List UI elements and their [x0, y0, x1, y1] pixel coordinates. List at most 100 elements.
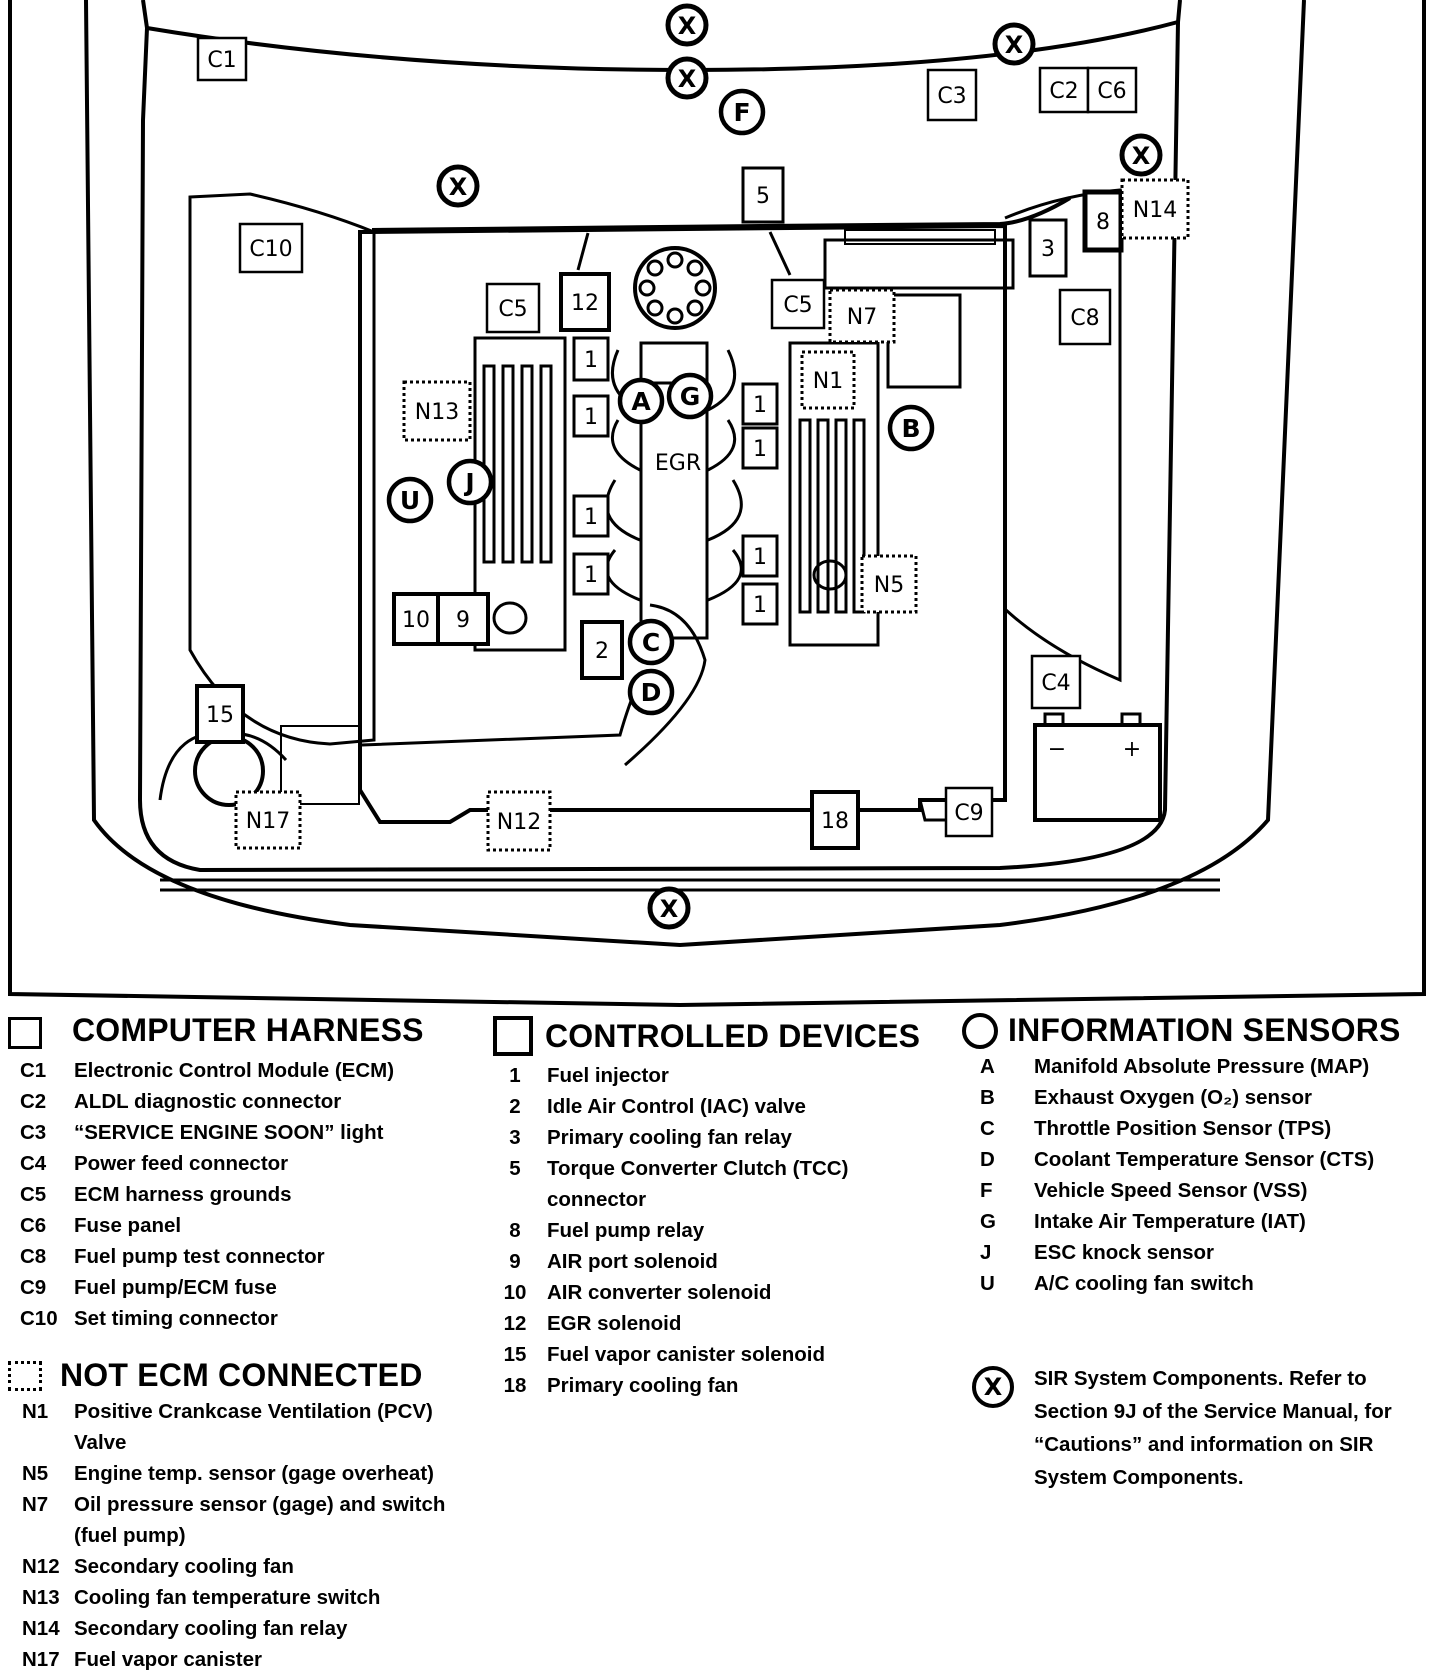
controlled-legend-code: 8 — [509, 1219, 521, 1242]
legend-sir: X SIR System Components. Refer to Sectio… — [968, 1362, 1428, 1494]
svg-text:N13: N13 — [415, 400, 459, 425]
svg-text:X: X — [678, 65, 697, 93]
svg-text:U: U — [400, 486, 420, 515]
device-marker-18: 18 — [810, 790, 860, 850]
sensor-marker-a: A — [617, 377, 665, 425]
device-marker-1: 1 — [572, 494, 610, 538]
sensor-legend-code: B — [980, 1086, 995, 1109]
air-filter-body — [886, 293, 962, 389]
controlled-legend-code: 1 — [509, 1064, 521, 1087]
harness-legend-desc: ALDL diagnostic connector — [74, 1090, 342, 1113]
not-ecm-legend-desc: Oil pressure sensor (gage) and switch (f… — [74, 1493, 446, 1547]
left-manifold-slots — [482, 364, 553, 564]
svg-text:G: G — [680, 382, 701, 411]
svg-text:C1: C1 — [207, 48, 236, 73]
sensor-marker-j: J — [446, 458, 494, 506]
svg-text:2: 2 — [595, 639, 609, 664]
not-ecm-legend-code: N5 — [22, 1462, 49, 1485]
not-ecm-legend-code: N13 — [22, 1586, 60, 1609]
svg-text:N1: N1 — [813, 369, 843, 394]
not-ecm-legend-desc: Secondary cooling fan relay — [74, 1617, 348, 1640]
sensor-marker-b: B — [887, 404, 935, 452]
svg-text:9: 9 — [456, 608, 470, 633]
svg-text:1: 1 — [584, 505, 598, 530]
controlled-legend-desc: Fuel pump relay — [547, 1219, 705, 1242]
battery — [1033, 723, 1162, 822]
sensor-legend-desc: Manifold Absolute Pressure (MAP) — [1034, 1055, 1370, 1078]
controlled-legend-code: 3 — [509, 1126, 521, 1149]
not-ecm-legend-code: N1 — [22, 1400, 49, 1423]
harness-marker-c1: C1 — [196, 36, 248, 82]
svg-text:C5: C5 — [498, 297, 527, 322]
svg-text:N14: N14 — [1133, 198, 1177, 223]
harness-legend-code: C3 — [20, 1121, 47, 1144]
sir-marker-x-6: X — [647, 886, 691, 930]
svg-text:10: 10 — [402, 608, 430, 633]
sensor-legend-code: J — [980, 1241, 992, 1264]
right-manifold-slots — [798, 418, 866, 614]
sensor-legend-desc: A/C cooling fan switch — [1034, 1272, 1254, 1295]
svg-text:8: 8 — [1096, 210, 1110, 235]
controlled-legend-code: 12 — [503, 1312, 527, 1335]
svg-text:X: X — [449, 173, 468, 201]
fender-line — [84, 0, 1306, 948]
not-ecm-legend-code: N14 — [22, 1617, 60, 1640]
not-ecm-legend-desc: Cooling fan temperature switch — [74, 1586, 381, 1609]
device-marker-2: 2 — [580, 620, 624, 680]
computer-harness-title: COMPUTER HARNESS — [72, 1012, 424, 1048]
device-marker-1: 1 — [741, 582, 779, 626]
not-ecm-legend-item: N14 Secondary cooling fan relay — [22, 1613, 488, 1644]
harness-marker-c8: C8 — [1058, 288, 1112, 346]
harness-marker-c9: C9 — [944, 786, 994, 838]
not-ecm-legend-desc: Positive Crankcase Ventilation (PCV) Val… — [74, 1400, 433, 1454]
harness-legend-desc: Electronic Control Module (ECM) — [74, 1059, 395, 1082]
throttle-tube — [361, 679, 642, 747]
harness-legend-code: C5 — [20, 1183, 47, 1206]
sensor-circle-icon — [962, 1012, 998, 1049]
air-cleaner-lip — [844, 229, 996, 245]
device-marker-10: 10 — [392, 592, 440, 646]
harness-legend-code: C4 — [20, 1152, 47, 1175]
sensor-legend-code: G — [980, 1210, 996, 1233]
harness-legend-item: C3“SERVICE ENGINE SOON” light — [20, 1117, 488, 1148]
sensor-legend-code: F — [980, 1179, 993, 1202]
svg-text:12: 12 — [571, 291, 599, 316]
harness-marker-c2: C2 — [1038, 66, 1090, 114]
device-marker-8: 8 — [1082, 189, 1124, 253]
harness-legend-code: C6 — [20, 1214, 47, 1237]
sensor-marker-u: U — [386, 476, 434, 524]
not-ecm-marker-n12: N12 — [486, 790, 552, 852]
svg-text:3: 3 — [1041, 237, 1055, 262]
right-manifold-port — [812, 559, 848, 591]
device-marker-1: 1 — [741, 382, 779, 426]
svg-text:1: 1 — [584, 563, 598, 588]
svg-text:15: 15 — [206, 703, 234, 728]
canister-solenoid-base — [280, 725, 360, 805]
sensor-marker-g: G — [666, 372, 714, 420]
svg-text:X: X — [660, 895, 679, 923]
battery-plus: + — [1123, 737, 1141, 762]
svg-text:5: 5 — [756, 184, 770, 209]
wire-12 — [576, 232, 590, 271]
port-oval — [492, 601, 528, 635]
